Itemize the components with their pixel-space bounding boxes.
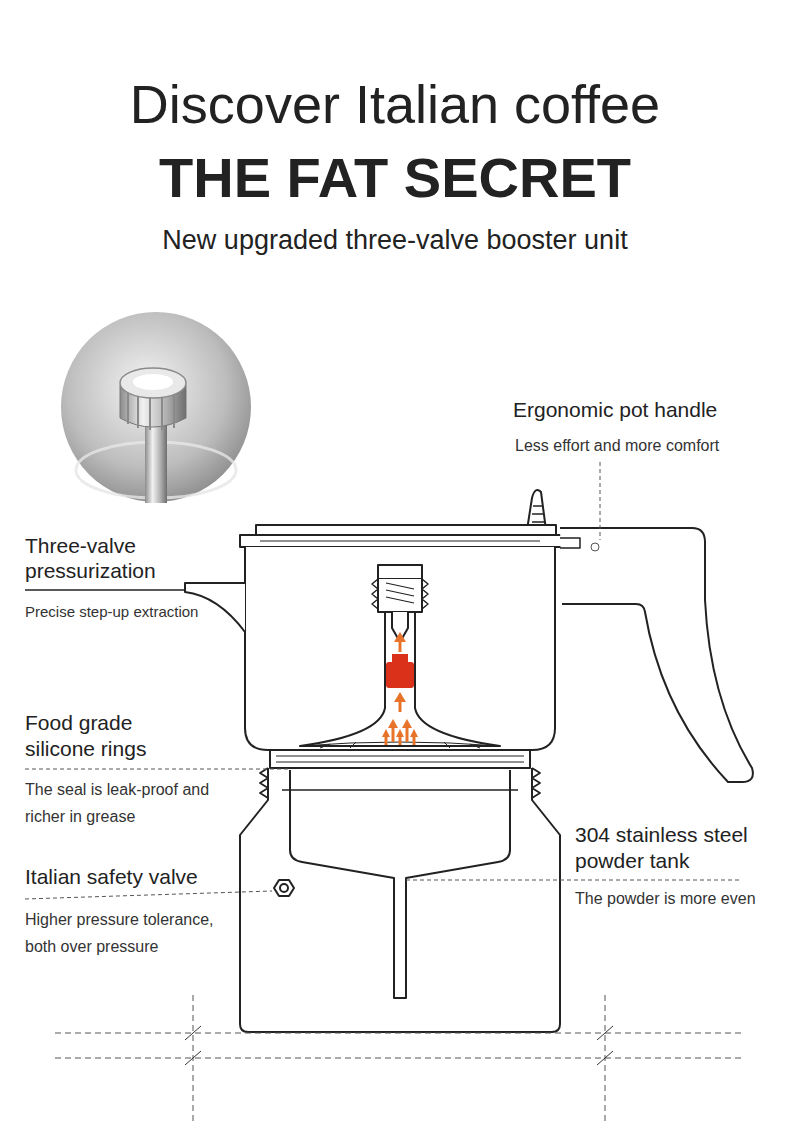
part-note: Less effort and more comfort [515,435,780,457]
pot-outline [185,490,753,1032]
part-note: The seal is leak-proof and richer in gre… [25,776,210,830]
main-title: Discover Italian coffee [0,72,790,136]
part-note: Higher pressure tolerance, both over pre… [25,906,235,960]
part-note: The powder is more even [575,888,785,910]
part-name: Food grade silicone rings [25,710,200,762]
part-name: Ergonomic pot handle [513,396,778,424]
valve-closeup [61,312,251,503]
flow-arrows [382,632,418,745]
part-name: Italian safety valve [25,864,265,890]
part-note: Precise step-up extraction [25,602,240,622]
part-name: Three-valve pressurization [25,533,200,583]
subtitle: THE FAT SECRET [0,143,790,213]
part-name: 304 stainless steel powder tank [575,822,780,874]
dimension-lines [55,995,742,1122]
tagline: New upgraded three-valve booster unit [0,222,790,258]
